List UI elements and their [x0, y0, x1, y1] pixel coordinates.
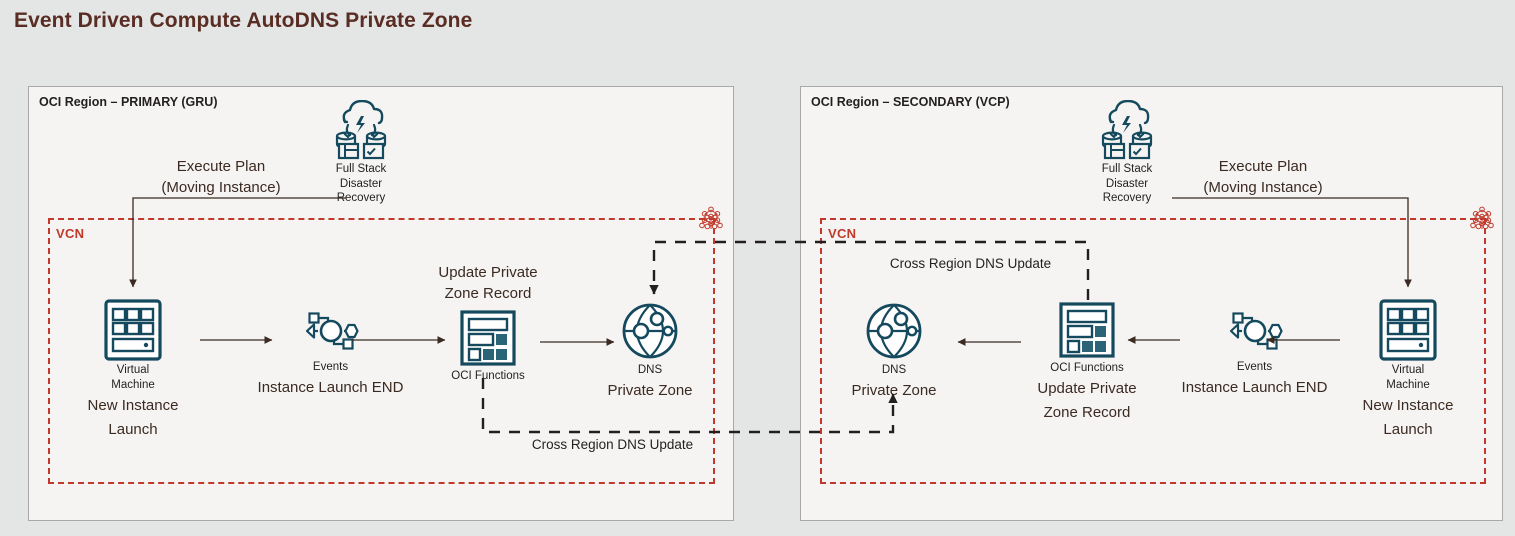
execute-plan-label-secondary: Execute Plan (Moving Instance) [1183, 156, 1343, 198]
vm-desc-line-2-primary: Launch [108, 421, 158, 438]
functions-caption-secondary: OCI Functions [1050, 362, 1124, 374]
fsdr-caption-line-2-secondary: Disaster [1105, 177, 1149, 190]
dns-desc-secondary: Private Zone [851, 382, 937, 399]
cross-region-dns-update-label-primary: Cross Region DNS Update [531, 437, 694, 452]
node-oci-functions-secondary: OCI Functions Update Private Zone Record [1027, 300, 1147, 423]
vm-caption-line-2-primary: Machine [111, 379, 155, 391]
network-cluster-icon [1470, 206, 1494, 230]
functions-desc-line-2-primary: Zone Record [444, 285, 532, 302]
vm-caption-line-2-secondary: Machine [1386, 379, 1430, 391]
functions-desc-line-2-secondary: Zone Record [1043, 404, 1131, 421]
fsdr-caption-line-1-secondary: Full Stack [1101, 163, 1153, 175]
node-full-stack-disaster-recovery-secondary: Full Stack Disaster Recovery [1088, 100, 1166, 206]
fsdr-caption-line-2-primary: Disaster [339, 177, 383, 190]
execute-plan-line-2-secondary: (Moving Instance) [1203, 179, 1323, 196]
fsdr-caption-line-3-primary: Recovery [336, 192, 386, 204]
node-events-secondary: Events Instance Launch END [1177, 303, 1332, 398]
vcn-box-primary: VCN [48, 206, 723, 484]
node-events-primary: Events Instance Launch END [253, 303, 408, 398]
execute-plan-line-1-primary: Execute Plan [176, 158, 266, 175]
node-dns-private-zone-primary: DNS Private Zone [595, 300, 705, 401]
functions-desc-line-1-secondary: Update Private [1037, 380, 1137, 397]
network-cluster-icon [699, 206, 723, 230]
node-virtual-machine-secondary: Virtual Machine New Instance Launch [1347, 298, 1469, 440]
node-dns-private-zone-secondary: DNS Private Zone [839, 300, 949, 401]
virtual-machine-icon [1379, 299, 1437, 361]
fsdr-caption-line-1-primary: Full Stack [335, 163, 387, 175]
dns-globe-icon [622, 303, 678, 359]
events-icon [1229, 312, 1283, 350]
full-stack-disaster-recovery-icon [335, 100, 387, 160]
functions-caption-primary: OCI Functions [451, 370, 525, 382]
execute-plan-line-1-secondary: Execute Plan [1218, 158, 1308, 175]
vm-desc-line-2-secondary: Launch [1383, 421, 1433, 438]
dns-caption-secondary: DNS [881, 364, 907, 376]
dns-desc-primary: Private Zone [607, 382, 693, 399]
execute-plan-label-primary: Execute Plan (Moving Instance) [141, 156, 301, 198]
oci-functions-icon [460, 310, 516, 366]
functions-desc-line-1-primary: Update Private [438, 264, 538, 281]
oci-functions-icon [1059, 302, 1115, 358]
node-full-stack-disaster-recovery-primary: Full Stack Disaster Recovery [322, 100, 400, 206]
execute-plan-line-2-primary: (Moving Instance) [161, 179, 281, 196]
vm-desc-line-1-secondary: New Instance [1362, 397, 1454, 414]
vcn-label-secondary: VCN [828, 226, 857, 241]
node-oci-functions-primary: Update Private Zone Record OCI Functions [425, 262, 551, 383]
region-title-primary: OCI Region – PRIMARY (GRU) [39, 95, 218, 109]
node-virtual-machine-primary: Virtual Machine New Instance Launch [72, 298, 194, 440]
region-title-secondary: OCI Region – SECONDARY (VCP) [811, 95, 1010, 109]
events-caption-secondary: Events [1236, 361, 1273, 373]
vm-caption-line-1-secondary: Virtual [1391, 364, 1425, 376]
dns-caption-primary: DNS [637, 364, 663, 376]
vm-caption-line-1-primary: Virtual [116, 364, 150, 376]
events-icon [305, 312, 359, 350]
vcn-box-secondary: VCN [820, 206, 1494, 484]
events-desc-secondary: Instance Launch END [1181, 379, 1328, 396]
events-desc-primary: Instance Launch END [257, 379, 404, 396]
virtual-machine-icon [104, 299, 162, 361]
vcn-label-primary: VCN [56, 226, 85, 241]
full-stack-disaster-recovery-icon [1101, 100, 1153, 160]
events-caption-primary: Events [312, 361, 349, 373]
cross-region-dns-update-label-secondary: Cross Region DNS Update [889, 256, 1052, 271]
vm-desc-line-1-primary: New Instance [87, 397, 179, 414]
fsdr-caption-line-3-secondary: Recovery [1102, 192, 1152, 204]
page-title: Event Driven Compute AutoDNS Private Zon… [14, 9, 473, 32]
dns-globe-icon [866, 303, 922, 359]
